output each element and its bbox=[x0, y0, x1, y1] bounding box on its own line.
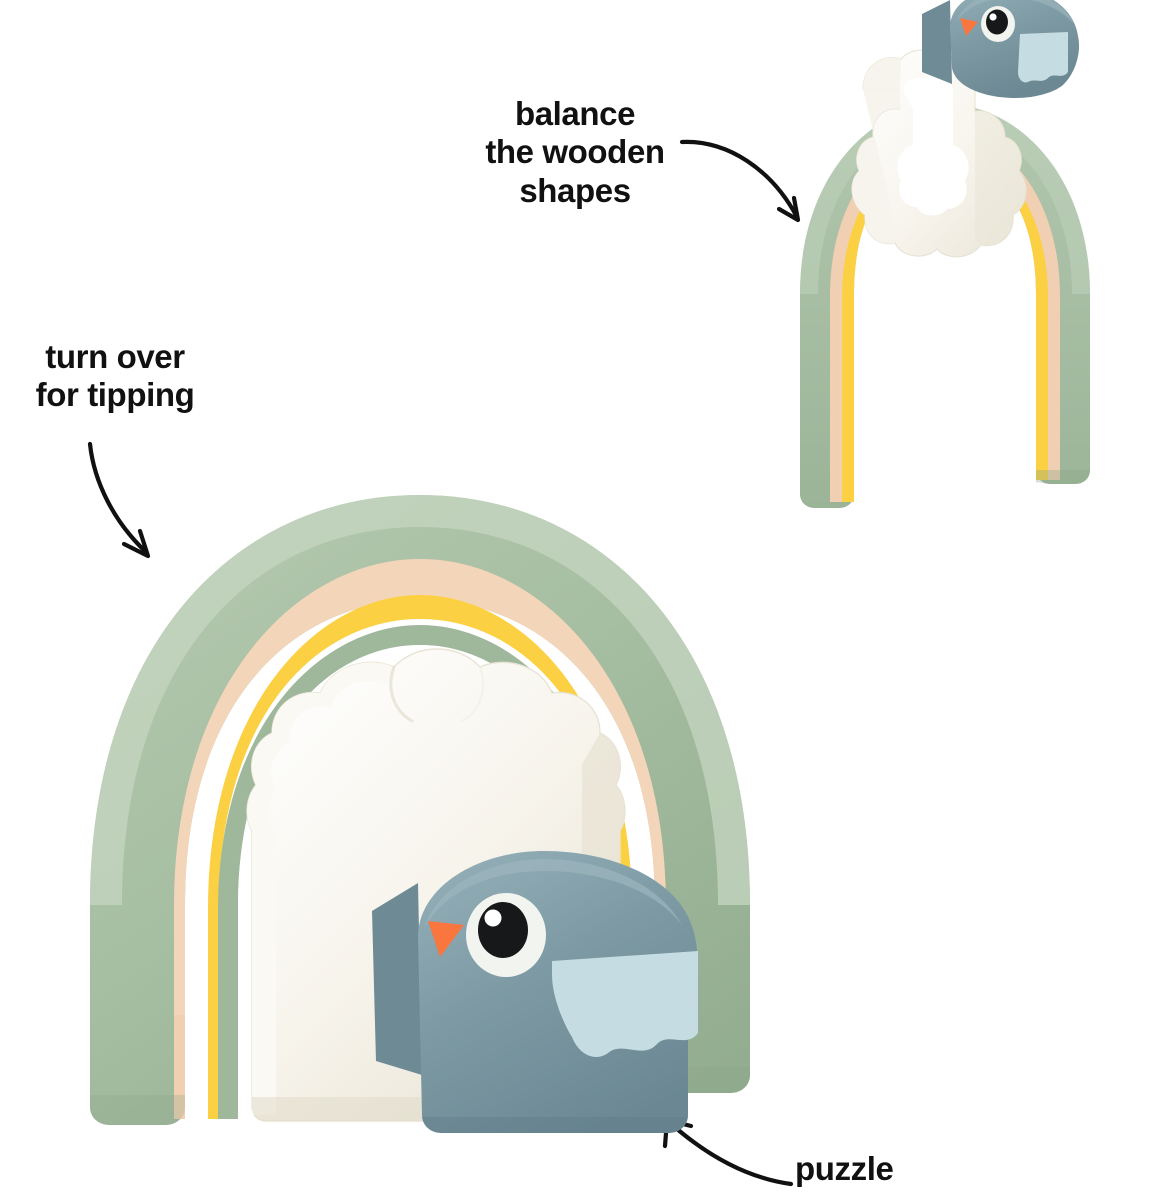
cloud-inner-hole bbox=[897, 76, 969, 216]
bird-tail-side bbox=[372, 883, 422, 1075]
bird-beak bbox=[960, 18, 978, 36]
bird-head-highlight bbox=[424, 859, 682, 929]
puzzle-scene-illustration bbox=[90, 495, 750, 1133]
bird-eye-pupil bbox=[986, 9, 1008, 35]
cloud-piece-inverted bbox=[851, 49, 1027, 258]
bird-beak bbox=[428, 921, 464, 957]
balance-scene-illustration bbox=[800, 0, 1090, 508]
bird-piece bbox=[372, 851, 698, 1133]
bird-piece bbox=[922, 0, 1079, 98]
bird-wing bbox=[552, 951, 698, 1058]
callout-puzzle-label: puzzle bbox=[795, 1150, 894, 1187]
balance-scene bbox=[790, 0, 1149, 564]
cloud-left-highlight bbox=[247, 662, 394, 1115]
bird-eye-highlight bbox=[484, 909, 502, 927]
puzzle-scene bbox=[60, 455, 800, 1165]
callout-tipping-label: turn over for tipping bbox=[35, 338, 195, 414]
bird-tail-side bbox=[922, 0, 952, 84]
callout-balance-label: balance the wooden shapes bbox=[485, 95, 665, 209]
bird-eye-pupil bbox=[478, 902, 528, 958]
bird-wing bbox=[1018, 32, 1068, 83]
bird-eye-highlight bbox=[989, 13, 997, 21]
